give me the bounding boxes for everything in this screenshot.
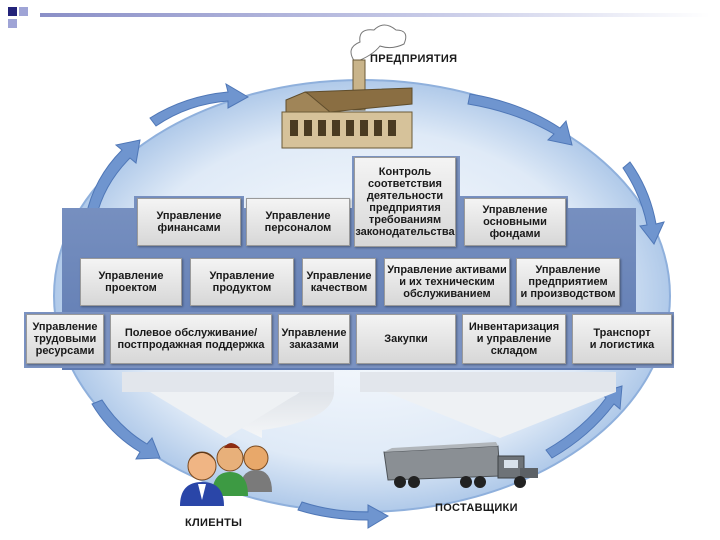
asset-maintenance-box: Управление активами и их техническим обс… bbox=[384, 258, 510, 306]
field-service-box: Полевое обслуживание/ постпродажная подд… bbox=[110, 314, 272, 364]
enterprises-label: ПРЕДПРИЯТИЯ bbox=[370, 53, 457, 65]
order-management-box: Управление заказами bbox=[278, 314, 350, 364]
project-management-box: Управление проектом bbox=[80, 258, 182, 306]
labor-resources-box: Управление трудовыми ресурсами bbox=[26, 314, 104, 364]
personnel-management-box: Управление персоналом bbox=[246, 198, 350, 246]
enterprise-production-box: Управление предприятием и производством bbox=[516, 258, 620, 306]
compliance-control-box: Контроль соответствия деятельности предп… bbox=[354, 157, 456, 247]
finance-management-box: Управление финансами bbox=[137, 198, 241, 246]
product-management-box: Управление продуктом bbox=[190, 258, 294, 306]
fixed-assets-management-box: Управление основными фондами bbox=[464, 198, 566, 246]
transport-logistics-box: Транспорт и логистика bbox=[572, 314, 672, 364]
inventory-warehouse-box: Инвентаризация и управление складом bbox=[462, 314, 566, 364]
quality-management-box: Управление качеством bbox=[302, 258, 376, 306]
suppliers-label: ПОСТАВЩИКИ bbox=[435, 502, 518, 514]
customers-label: КЛИЕНТЫ bbox=[185, 517, 242, 529]
procurement-box: Закупки bbox=[356, 314, 456, 364]
